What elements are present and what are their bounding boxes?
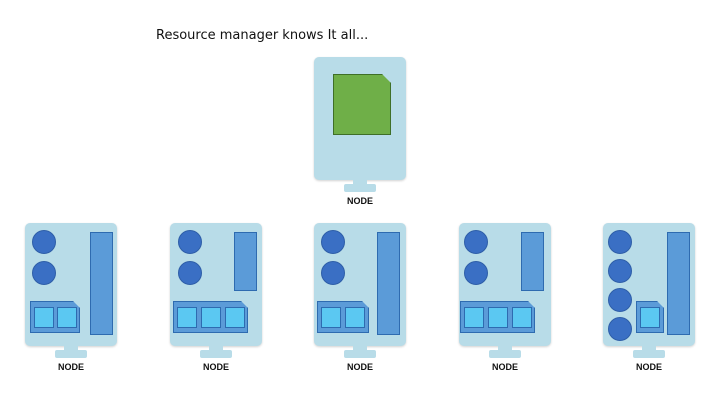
- node-label: NODE: [346, 196, 373, 206]
- container-circle: [178, 230, 202, 254]
- node-label: NODE: [57, 362, 84, 372]
- node-label: NODE: [635, 362, 662, 372]
- task-slot: [321, 307, 341, 328]
- task-tray: [30, 301, 80, 333]
- slide-title: Resource manager knows It all...: [156, 28, 369, 43]
- task-slot: [177, 307, 197, 328]
- task-slot: [488, 307, 508, 328]
- node-label: NODE: [202, 362, 229, 372]
- task-tray: [173, 301, 248, 333]
- node-foot: [489, 350, 521, 358]
- worker-node-5: NODE: [603, 223, 695, 372]
- node-stem: [353, 180, 367, 185]
- memory-bar: [521, 232, 544, 291]
- resource-manager-node: NODE: [314, 57, 406, 206]
- task-slot: [34, 307, 54, 328]
- container-circle: [608, 259, 632, 283]
- worker-node-1: NODE: [25, 223, 117, 372]
- node-foot: [344, 184, 376, 192]
- task-slot: [57, 307, 77, 328]
- task-slot: [345, 307, 365, 328]
- task-tray: [317, 301, 369, 333]
- task-slot: [640, 307, 660, 328]
- container-circle: [32, 230, 56, 254]
- node-label: NODE: [491, 362, 518, 372]
- container-circle: [608, 288, 632, 312]
- memory-bar: [90, 232, 113, 335]
- node-foot: [633, 350, 665, 358]
- node-stem: [353, 346, 367, 351]
- container-circle: [608, 230, 632, 254]
- node-stem: [64, 346, 78, 351]
- container-circle: [321, 230, 345, 254]
- worker-node-2: NODE: [170, 223, 262, 372]
- worker-node-4: NODE: [459, 223, 551, 372]
- task-slot: [225, 307, 245, 328]
- container-circle: [464, 261, 488, 285]
- container-circle: [178, 261, 202, 285]
- container-circle: [321, 261, 345, 285]
- task-slot: [464, 307, 484, 328]
- memory-bar: [377, 232, 400, 335]
- node-label: NODE: [346, 362, 373, 372]
- node-stem: [642, 346, 656, 351]
- node-foot: [200, 350, 232, 358]
- node-foot: [55, 350, 87, 358]
- container-circle: [608, 317, 632, 341]
- container-circle: [32, 261, 56, 285]
- memory-bar: [667, 232, 690, 335]
- container-circle: [464, 230, 488, 254]
- task-slot: [201, 307, 221, 328]
- task-tray: [460, 301, 535, 333]
- task-slot: [512, 307, 532, 328]
- node-foot: [344, 350, 376, 358]
- node-stem: [498, 346, 512, 351]
- task-tray: [636, 301, 664, 333]
- worker-node-3: NODE: [314, 223, 406, 372]
- memory-bar: [234, 232, 257, 291]
- node-stem: [209, 346, 223, 351]
- resource-manager-block: [333, 74, 391, 135]
